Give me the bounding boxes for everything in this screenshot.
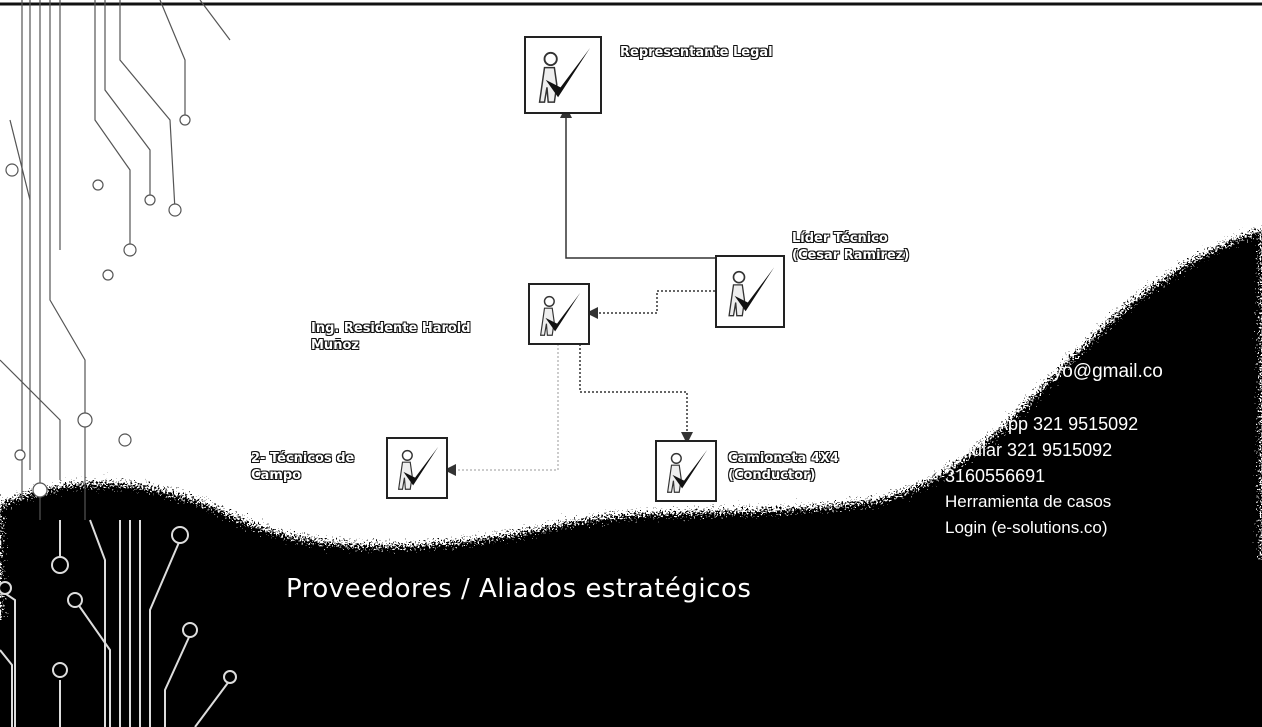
edge-residente-tecnicos (444, 344, 559, 476)
diagram-title: Proveedores / Aliados estratégicos (286, 574, 752, 604)
check-person-icon (666, 449, 708, 493)
celular-number: Celular 321 9515092 (945, 440, 1113, 460)
check-person-icon (728, 267, 775, 317)
label-camioneta: Camioneta 4X4 (Conductor) (728, 450, 839, 484)
label-line: Líder Técnico (792, 231, 888, 246)
circuit-dots-top (5, 114, 191, 498)
label-line: Campo (251, 468, 302, 483)
email-link-continued[interactable]: m (945, 386, 960, 406)
label-tecnicos: 2- Técnicos de Campo (251, 450, 354, 484)
label-representante: Representante Legal (620, 44, 773, 61)
whatsapp-number: WhatsApp 321 9515092 (945, 414, 1139, 434)
node-representante (524, 36, 602, 114)
login-link[interactable]: Login (e-solutions.co) (945, 518, 1108, 537)
edge-residente-camioneta (579, 344, 693, 444)
node-lider (715, 255, 785, 328)
help-desk-heading: Mesa de Ayuda (945, 338, 1069, 358)
email-link[interactable]: Mesaayudacyo@gmail.co (945, 361, 1163, 382)
tool-label: Herramienta de casos (945, 492, 1112, 511)
circuit-lines-bottom (0, 519, 231, 727)
label-line: Representante Legal (620, 45, 773, 60)
label-residente: Ing. Residente Harold Muñoz (311, 320, 471, 354)
label-line: (Cesar Ramirez) (792, 248, 910, 263)
phone-number: 3160556691 (945, 466, 1046, 486)
node-residente (528, 283, 590, 345)
label-line: (Conductor) (728, 468, 816, 483)
connectors (444, 106, 715, 476)
check-person-icon (538, 47, 591, 103)
label-line: 2- Técnicos de (251, 451, 355, 466)
edge-lider-representante (560, 106, 715, 259)
label-line: Camioneta 4X4 (728, 451, 839, 466)
circuit-lines-top (0, 0, 231, 520)
check-person-icon (397, 446, 439, 490)
circuit-dots-bottom (0, 526, 237, 684)
label-line: Muñoz (311, 338, 359, 353)
check-person-icon (539, 292, 581, 336)
label-lider: Líder Técnico (Cesar Ramirez) (792, 230, 909, 264)
node-tecnicos (386, 437, 448, 499)
edge-lider-residente (586, 290, 715, 319)
label-line: Ing. Residente Harold (311, 321, 471, 336)
node-camioneta (655, 440, 717, 502)
